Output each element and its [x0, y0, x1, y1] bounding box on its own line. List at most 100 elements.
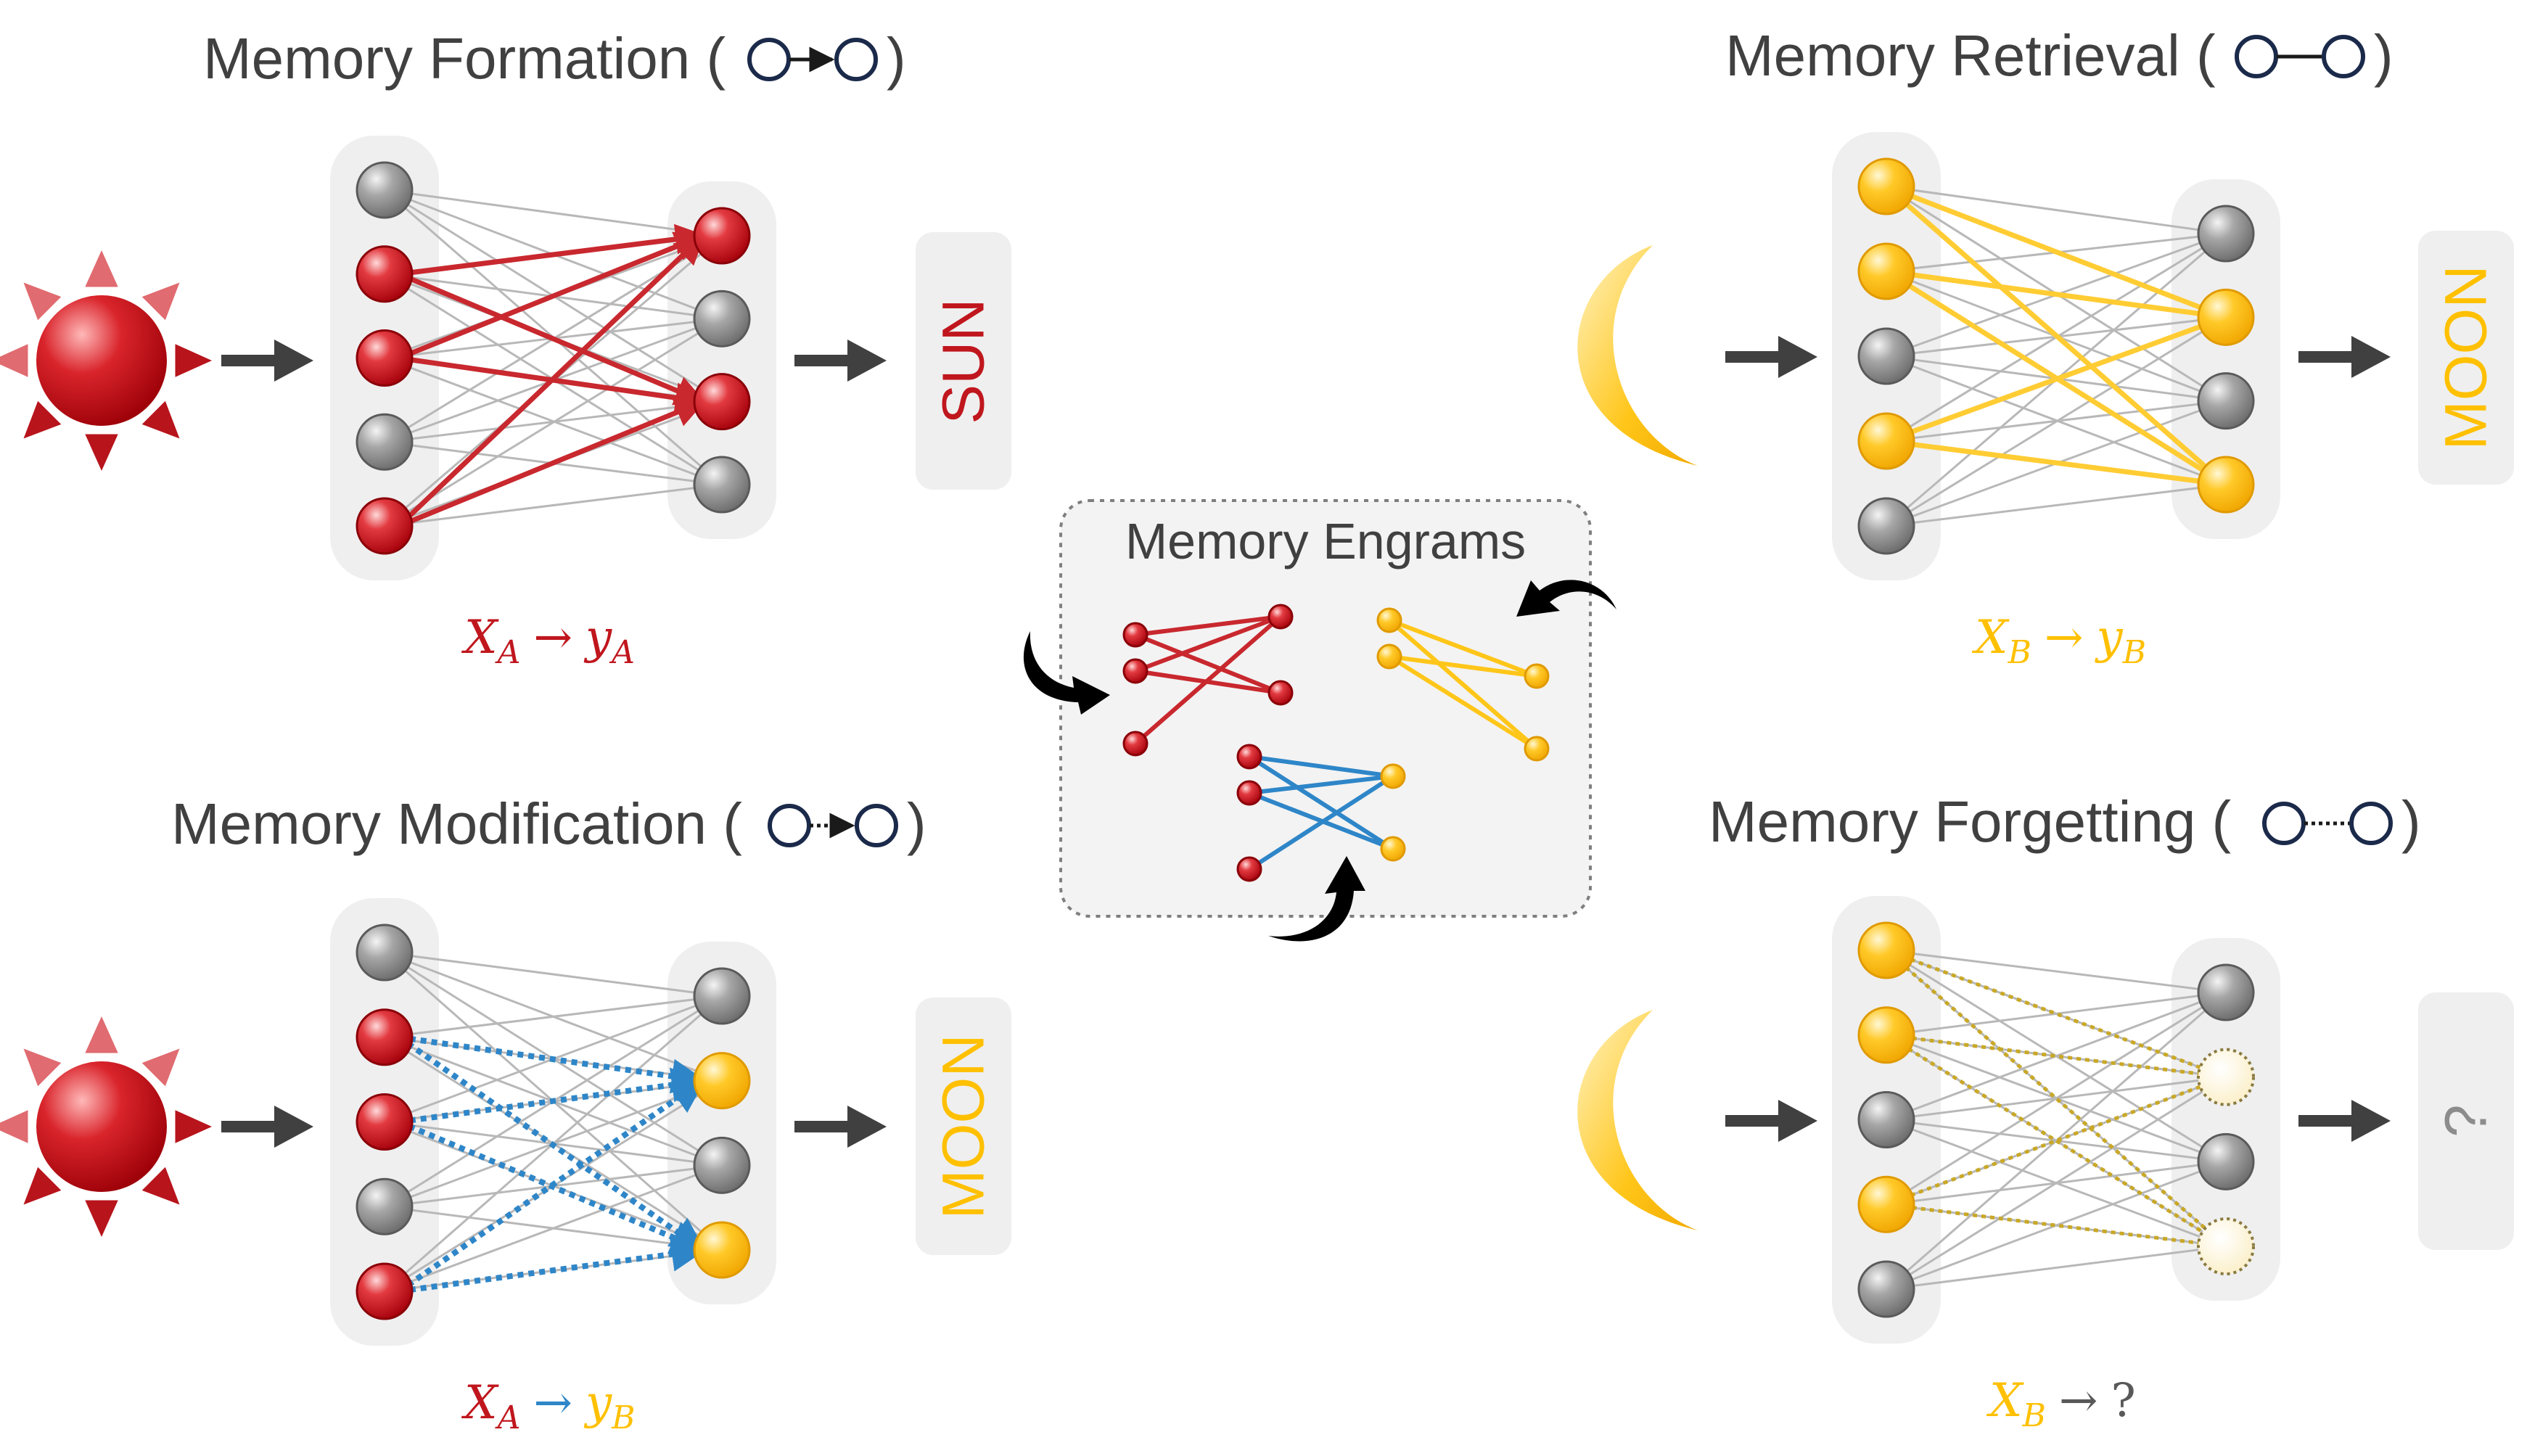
output-layer-background	[667, 181, 776, 539]
sun-ray	[175, 1110, 212, 1143]
gray-node	[356, 413, 414, 471]
memory-engrams-title: Memory Engrams	[1125, 513, 1526, 569]
sun-ray	[85, 1200, 118, 1237]
red-directed-edge	[398, 271, 706, 406]
red-node	[356, 329, 414, 387]
right-arrow-icon	[221, 340, 313, 382]
sun-ray	[141, 400, 180, 439]
yellow-node	[1857, 242, 1915, 300]
undirected-connection-icon	[2235, 35, 2365, 78]
red-directed-edge	[398, 398, 706, 529]
gray-edge	[1886, 316, 2227, 527]
engram-edge	[1134, 614, 1282, 746]
gray-edge	[1886, 1160, 2227, 1291]
yellow-node	[1857, 412, 1915, 470]
output-layer-background	[2171, 179, 2280, 539]
engram-edge	[1134, 633, 1282, 695]
formation-title-end: )	[887, 26, 906, 91]
red-node	[1122, 622, 1149, 648]
yellow-edge	[1886, 268, 2227, 320]
gray-node	[693, 967, 751, 1025]
sun-ray	[0, 344, 28, 377]
modification-formula: XA→yB	[461, 1376, 635, 1436]
sun-icon	[0, 1016, 212, 1237]
blue-dotted-edge	[398, 1119, 707, 1254]
gray-node	[1857, 1091, 1915, 1148]
dotted-directed-connection-icon	[768, 804, 898, 847]
red-directed-edge	[398, 223, 707, 277]
gray-node	[2197, 963, 2255, 1021]
layer-backgrounds	[330, 132, 2280, 1346]
curved-arrow-icon	[1268, 856, 1365, 942]
gray-edge	[384, 995, 723, 1039]
sun-ray	[23, 1167, 62, 1205]
red-node	[693, 207, 751, 265]
right-arrow-icon	[794, 1106, 887, 1148]
directed-connection-icon	[747, 38, 878, 81]
sun-ray	[23, 400, 62, 439]
output-layer-background	[667, 942, 776, 1304]
forgetting-title: Memory Forgetting ( )	[1709, 789, 2421, 854]
gray-edge	[384, 483, 723, 527]
retrieval-output-box	[2418, 231, 2514, 485]
network-edges	[384, 184, 2228, 1294]
formation-output-label: SUN	[931, 298, 997, 424]
engram-edge	[1388, 618, 1538, 678]
engram-edge	[1389, 654, 1537, 678]
flow-arrows	[221, 336, 2391, 1148]
forgetting-title-text: Memory Forgetting (	[1709, 789, 2232, 854]
yellow-node	[2197, 288, 2255, 346]
memory-engrams-box	[1059, 499, 1592, 918]
yellow-edge	[1885, 184, 2227, 320]
gray-edge	[384, 1164, 723, 1293]
engram-edge	[1135, 614, 1281, 637]
blue-dotted-edge	[397, 1078, 706, 1294]
engram-edge	[1134, 614, 1282, 673]
gray-edge	[384, 189, 723, 237]
faded-dotted-edge	[1885, 1033, 2227, 1249]
yellow-node	[1857, 921, 1915, 979]
sun-icon	[0, 250, 212, 471]
sun-ray	[141, 282, 180, 321]
blue-dotted-edge	[398, 1067, 707, 1125]
red-node	[1236, 780, 1262, 806]
network-nodes	[356, 157, 2255, 1320]
yellow-node	[693, 1052, 751, 1110]
gray-node	[693, 1136, 751, 1194]
blue-dotted-edge	[398, 1237, 707, 1294]
sun-ray	[23, 282, 62, 321]
gray-node	[356, 1177, 414, 1235]
engram-networks	[1122, 604, 1550, 882]
yellow-edge	[1886, 438, 2227, 488]
yellow-node	[1376, 607, 1402, 633]
gray-edge	[1886, 991, 2227, 1121]
red-node	[1380, 763, 1406, 789]
red-node	[356, 245, 414, 303]
right-arrow-icon	[794, 340, 887, 382]
modification-output-label: MOON	[931, 1034, 997, 1219]
gray-node	[356, 161, 414, 219]
gray-edge	[1886, 991, 2227, 1037]
gray-node	[693, 289, 751, 347]
faded-node	[2197, 1217, 2255, 1275]
engram-edge	[1248, 754, 1394, 851]
moon-icon	[1577, 1010, 1698, 1230]
red-directed-edge	[397, 234, 706, 528]
engram-edge	[1388, 654, 1538, 751]
sun-ray	[175, 344, 212, 377]
dotted-undirected-connection-icon	[2262, 802, 2393, 845]
yellow-edge	[1884, 184, 2228, 487]
forgetting-output-box	[2418, 992, 2514, 1250]
retrieval-title-end: )	[2374, 23, 2394, 88]
red-node	[1236, 856, 1262, 882]
gray-edge	[1886, 991, 2227, 1206]
gray-node	[693, 456, 751, 514]
modification-title-end: )	[907, 791, 926, 856]
sun-ray	[23, 1048, 62, 1087]
gray-node	[1857, 1260, 1915, 1318]
red-node	[693, 373, 751, 431]
right-arrow-icon	[2298, 336, 2391, 378]
yellow-node	[1524, 736, 1550, 762]
red-directed-edge	[398, 231, 706, 361]
